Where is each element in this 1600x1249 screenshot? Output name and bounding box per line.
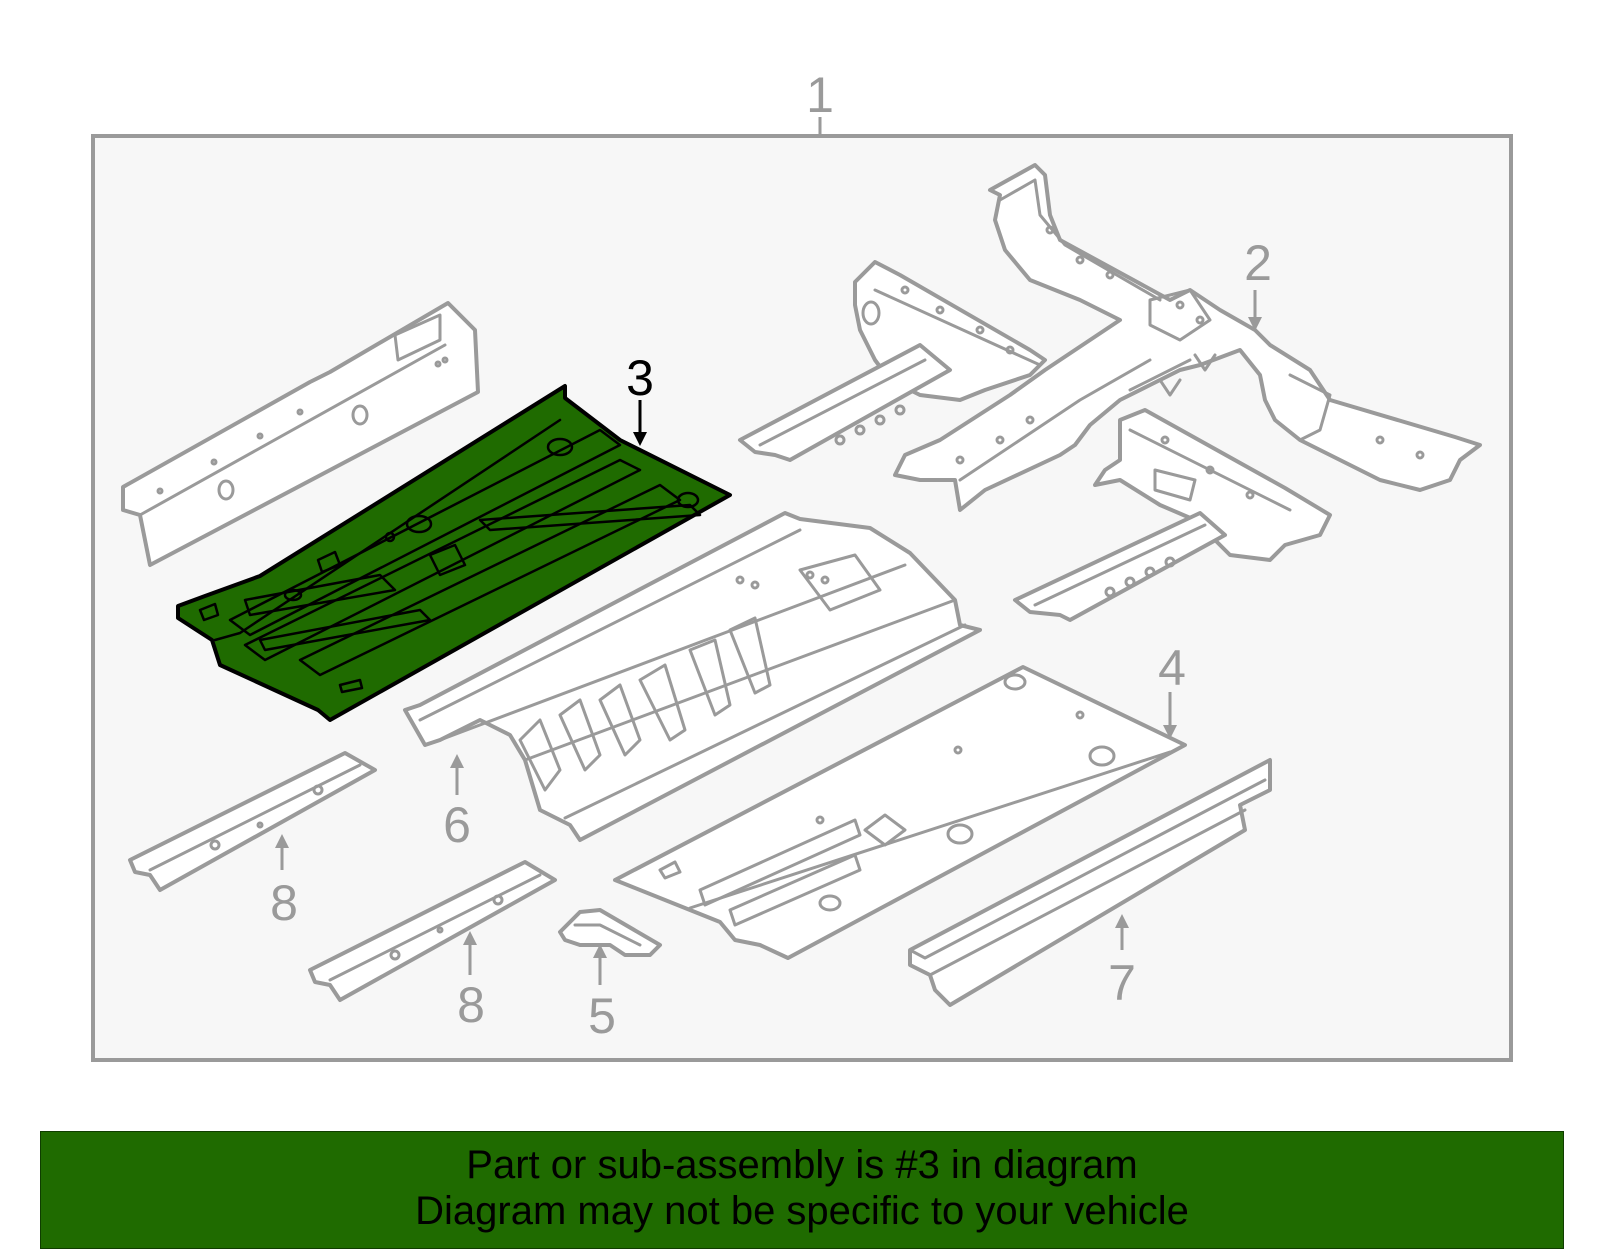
- part-side-rail-upper[interactable]: [121, 301, 480, 567]
- info-banner: Part or sub-assembly is #3 in diagram Di…: [40, 1131, 1564, 1249]
- part-2-bracket-left[interactable]: [738, 343, 952, 462]
- callout-1[interactable]: 1: [806, 67, 834, 123]
- callout-7[interactable]: 7: [1108, 955, 1136, 1011]
- part-8-crossmember-upper[interactable]: [128, 751, 377, 892]
- part-2-bracket-right[interactable]: [1013, 511, 1227, 622]
- part-6-center-tunnel[interactable]: [403, 511, 982, 842]
- callout-8-upper[interactable]: 8: [270, 875, 298, 931]
- part-7-rocker-reinforcement[interactable]: [908, 758, 1272, 1007]
- banner-line-2: Diagram may not be specific to your vehi…: [415, 1189, 1189, 1233]
- callout-3[interactable]: 3: [626, 350, 654, 406]
- callout-5[interactable]: 5: [588, 988, 616, 1044]
- part-5-bracket[interactable]: [558, 908, 662, 957]
- banner-line-1: Part or sub-assembly is #3 in diagram: [466, 1143, 1138, 1187]
- part-4-rear-floor-pan[interactable]: [613, 665, 1187, 960]
- part-8-crossmember-lower[interactable]: [308, 860, 557, 1002]
- callout-6[interactable]: 6: [443, 797, 471, 853]
- callout-8-lower[interactable]: 8: [457, 977, 485, 1033]
- part-2-rear-frame-rails[interactable]: [893, 163, 1482, 512]
- parts-diagram: 1 3: [91, 67, 1513, 1062]
- part-2-bracket-lower[interactable]: [1093, 408, 1332, 562]
- callout-2[interactable]: 2: [1244, 235, 1272, 291]
- callout-4[interactable]: 4: [1158, 640, 1186, 696]
- part-3-front-floor-pan[interactable]: [176, 384, 732, 722]
